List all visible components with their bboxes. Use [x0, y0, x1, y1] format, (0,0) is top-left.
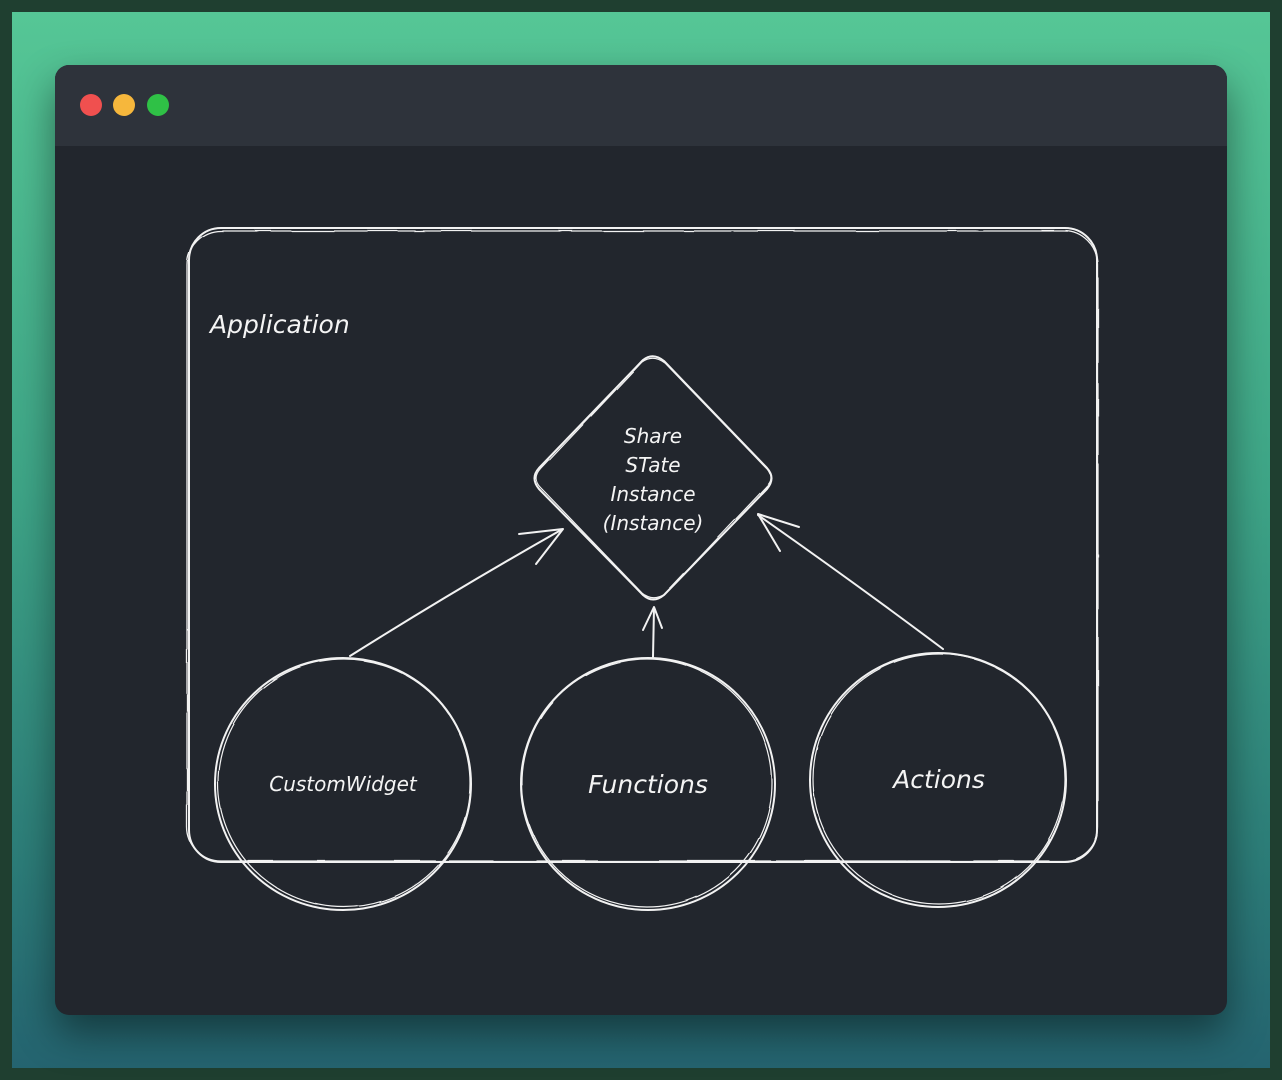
actions-node — [809, 652, 1067, 908]
shared-state-line-4: (Instance) — [603, 511, 704, 535]
arrow-actions-to-state — [757, 514, 944, 650]
customwidget-label: CustomWidget — [269, 772, 418, 796]
arrow-customwidget-to-state — [349, 529, 562, 657]
shared-state-line-2: STate — [625, 453, 680, 477]
arrow-actions-head — [757, 513, 800, 552]
shared-state-diamond-sketch — [535, 357, 772, 599]
actions-label: Actions — [891, 765, 985, 794]
actions-node-sketch — [812, 653, 1066, 905]
shared-state-line-3: Instance — [610, 482, 695, 506]
shared-state-diamond — [533, 355, 773, 601]
shared-state-line-1: Share — [624, 424, 682, 448]
customwidget-node — [214, 657, 472, 911]
functions-node-sketch — [521, 658, 773, 908]
close-button[interactable] — [80, 94, 102, 116]
diagram-svg: Application Share STate Instance (Instan… — [186, 227, 1099, 911]
arrow-customwidget-head — [518, 528, 564, 565]
maximize-button[interactable] — [147, 94, 169, 116]
functions-label: Functions — [588, 770, 708, 799]
shared-state-label: Share STate Instance (Instance) — [603, 424, 704, 535]
arrow-functions-head — [642, 606, 663, 631]
window-titlebar — [55, 65, 1227, 146]
app-window: Application Share STate Instance (Instan… — [55, 65, 1227, 1015]
application-label: Application — [208, 310, 350, 339]
functions-node — [520, 657, 776, 911]
minimize-button[interactable] — [113, 94, 135, 116]
diagram-canvas: Application Share STate Instance (Instan… — [55, 146, 1227, 1015]
arrow-functions-to-state — [652, 607, 655, 658]
application-container-sketch — [186, 230, 1099, 862]
customwidget-node-sketch — [217, 658, 471, 908]
application-container — [188, 227, 1098, 863]
